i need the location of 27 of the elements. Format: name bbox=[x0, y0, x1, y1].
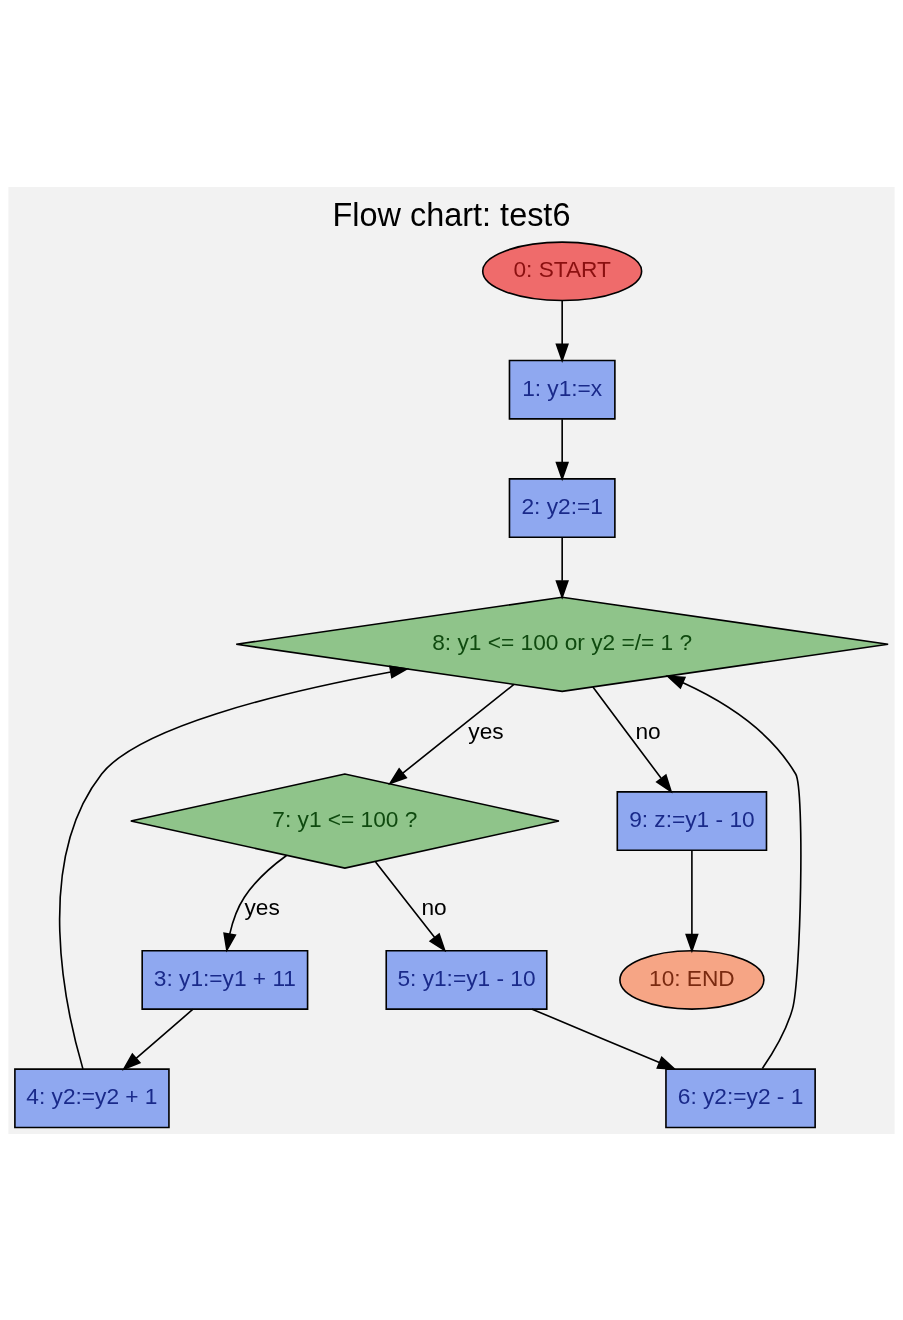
arrow bbox=[555, 417, 569, 481]
edge-label: yes bbox=[244, 893, 280, 920]
node-box: 2: y2:=1 bbox=[508, 477, 616, 538]
edge-label: no bbox=[635, 717, 661, 744]
diagram-title: Flow chart: test6 bbox=[332, 196, 571, 233]
node-box: 6: y2:=y2 - 1 bbox=[665, 1067, 816, 1128]
arrow bbox=[223, 854, 288, 953]
node-diamond: 7: y1 <= 100 ? bbox=[130, 772, 560, 869]
arrow bbox=[685, 849, 699, 953]
node-box: 5: y1:=y1 - 10 bbox=[385, 949, 548, 1010]
arrow bbox=[59, 664, 410, 1070]
node-box: 4: y2:=y2 + 1 bbox=[14, 1067, 170, 1128]
arrow bbox=[665, 674, 802, 1069]
node-ellipse: 0: START bbox=[481, 240, 643, 301]
node-box: 3: y1:=y1 + 11 bbox=[141, 949, 309, 1010]
arrow bbox=[531, 1007, 677, 1070]
node-box: 1: y1:=x bbox=[508, 359, 616, 420]
arrow bbox=[388, 683, 515, 785]
edge-label: no bbox=[421, 893, 447, 920]
node-ellipse: 10: END bbox=[619, 949, 765, 1010]
arrow bbox=[374, 860, 447, 952]
arrow bbox=[555, 536, 569, 600]
arrow bbox=[592, 685, 673, 794]
node-box: 9: z:=y1 - 10 bbox=[616, 790, 768, 851]
edge-label: yes bbox=[468, 717, 504, 744]
arrow bbox=[555, 299, 569, 363]
arrow bbox=[121, 1008, 194, 1071]
